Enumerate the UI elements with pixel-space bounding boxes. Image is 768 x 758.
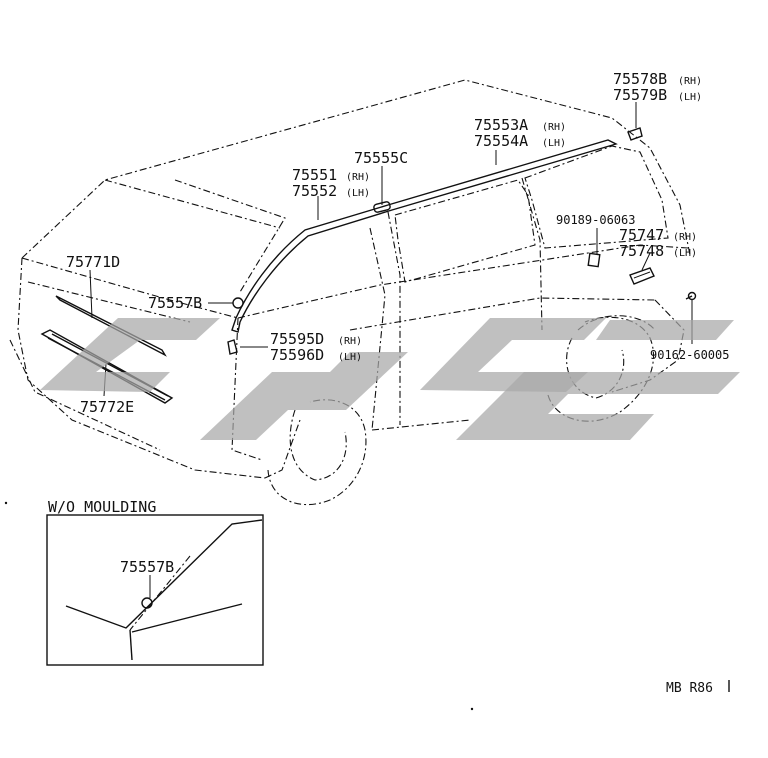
label-75554a: 75554A: [474, 132, 528, 150]
label-75579b: 75579B: [613, 86, 667, 104]
label-75747-side: (RH): [673, 232, 697, 243]
label-75554a-side: (LH): [542, 138, 566, 149]
label-75771d: 75771D: [66, 253, 120, 271]
label-75557b: 75557B: [148, 294, 202, 312]
drip-joint-piece: [373, 201, 391, 213]
label-75596d: 75596D: [270, 346, 324, 364]
label-75579b-side: (LH): [678, 92, 702, 103]
label-75578b: 75578B: [613, 70, 667, 88]
clip-rear: [232, 297, 244, 309]
label-75555c: 75555C: [354, 149, 408, 167]
side-ornament: [629, 267, 655, 285]
roof-drip-moulding: [231, 139, 618, 333]
label-75552-side: (LH): [346, 188, 370, 199]
inset-without-moulding: [46, 514, 264, 666]
leader-lines: [89, 102, 693, 598]
label-75747: 75747: [619, 226, 664, 244]
label-75595d: 75595D: [270, 330, 324, 348]
label-90162-60005: 90162-60005: [650, 348, 729, 362]
label-75748: 75748: [619, 242, 664, 260]
watermark-logo: [40, 318, 740, 440]
label-75553a: 75553A: [474, 116, 528, 134]
inset-title: W/O MOULDING: [48, 498, 156, 516]
inset-label-75557b: 75557B: [120, 558, 174, 576]
scan-dot: [4, 501, 8, 505]
screw: [685, 291, 697, 301]
scan-dot: [470, 707, 474, 711]
label-75578b-side: (RH): [678, 76, 702, 87]
van-body-outline: [9, 79, 691, 506]
drip-end-piece-front: [627, 127, 643, 141]
drip-end-piece-rear: [227, 339, 238, 355]
label-75552: 75552: [292, 182, 337, 200]
label-75596d-side: (LH): [338, 352, 362, 363]
label-75551-side: (RH): [346, 172, 370, 183]
side-bracket: [587, 252, 601, 268]
label-75551: 75551: [292, 166, 337, 184]
label-75748-side: (LH): [673, 248, 697, 259]
drawing-code: MB R86: [666, 681, 713, 696]
label-75595d-side: (RH): [338, 336, 362, 347]
label-75553a-side: (RH): [542, 122, 566, 133]
label-75772e: 75772E: [80, 398, 134, 416]
label-90189-06063: 90189-06063: [556, 213, 635, 227]
